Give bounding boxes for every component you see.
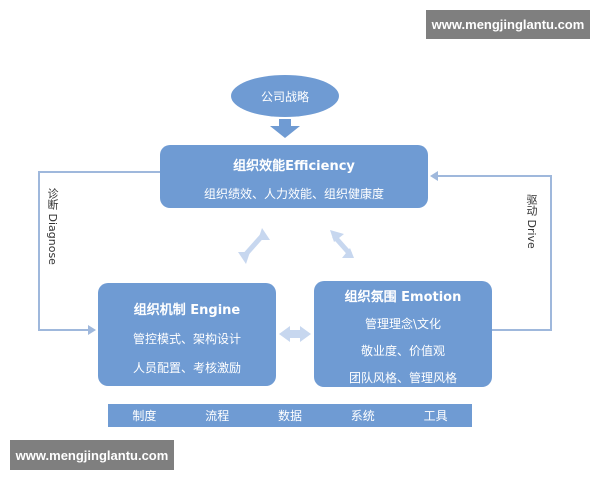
strategy-label: 公司战略	[260, 90, 309, 104]
foundation-item: 流程	[205, 409, 230, 423]
diagnose-label: 诊断 Diagnose	[46, 188, 59, 265]
emotion-line-2: 敬业度、价值观	[360, 344, 445, 358]
strategy-down-arrow	[270, 119, 300, 138]
foundation-item: 制度	[132, 409, 157, 423]
drive-label: 驱动 Drive	[525, 194, 538, 249]
drive-arrowhead	[430, 171, 438, 181]
engine-line-2: 人员配置、考核激励	[132, 361, 241, 375]
efficiency-line: 组织绩效、人力效能、组织健康度	[203, 187, 384, 201]
emotion-line-3: 团队风格、管理风格	[348, 371, 457, 385]
engine-title: 组织机制 Engine	[133, 303, 241, 318]
engine-emotion-arrow	[279, 326, 311, 342]
foundation-item: 系统	[350, 409, 375, 423]
diagnose-connector	[38, 171, 160, 331]
engine-box: 组织机制 Engine 管控模式、架构设计 人员配置、考核激励	[98, 283, 276, 386]
efficiency-box: 组织效能Efficiency 组织绩效、人力效能、组织健康度	[160, 145, 428, 208]
emotion-box: 组织氛围 Emotion 管理理念\文化 敬业度、价值观 团队风格、管理风格	[314, 281, 492, 387]
watermark-top: www.mengjinglantu.com	[426, 10, 590, 39]
efficiency-title: 组织效能Efficiency	[233, 159, 355, 174]
strategy-ellipse	[231, 75, 339, 117]
foundation-bar: 制度 流程 数据 系统 工具	[108, 404, 472, 427]
drive-connector	[432, 175, 552, 331]
left-diagonal-arrow	[238, 228, 270, 264]
foundation-item: 数据	[277, 409, 302, 423]
diagnose-arrowhead	[88, 325, 96, 335]
watermark-bottom: www.mengjinglantu.com	[10, 440, 174, 470]
foundation-item: 工具	[423, 409, 448, 423]
emotion-line-1: 管理理念\文化	[364, 317, 442, 331]
right-diagonal-arrow	[330, 230, 354, 258]
emotion-title: 组织氛围 Emotion	[344, 290, 462, 305]
engine-line-1: 管控模式、架构设计	[132, 332, 241, 346]
